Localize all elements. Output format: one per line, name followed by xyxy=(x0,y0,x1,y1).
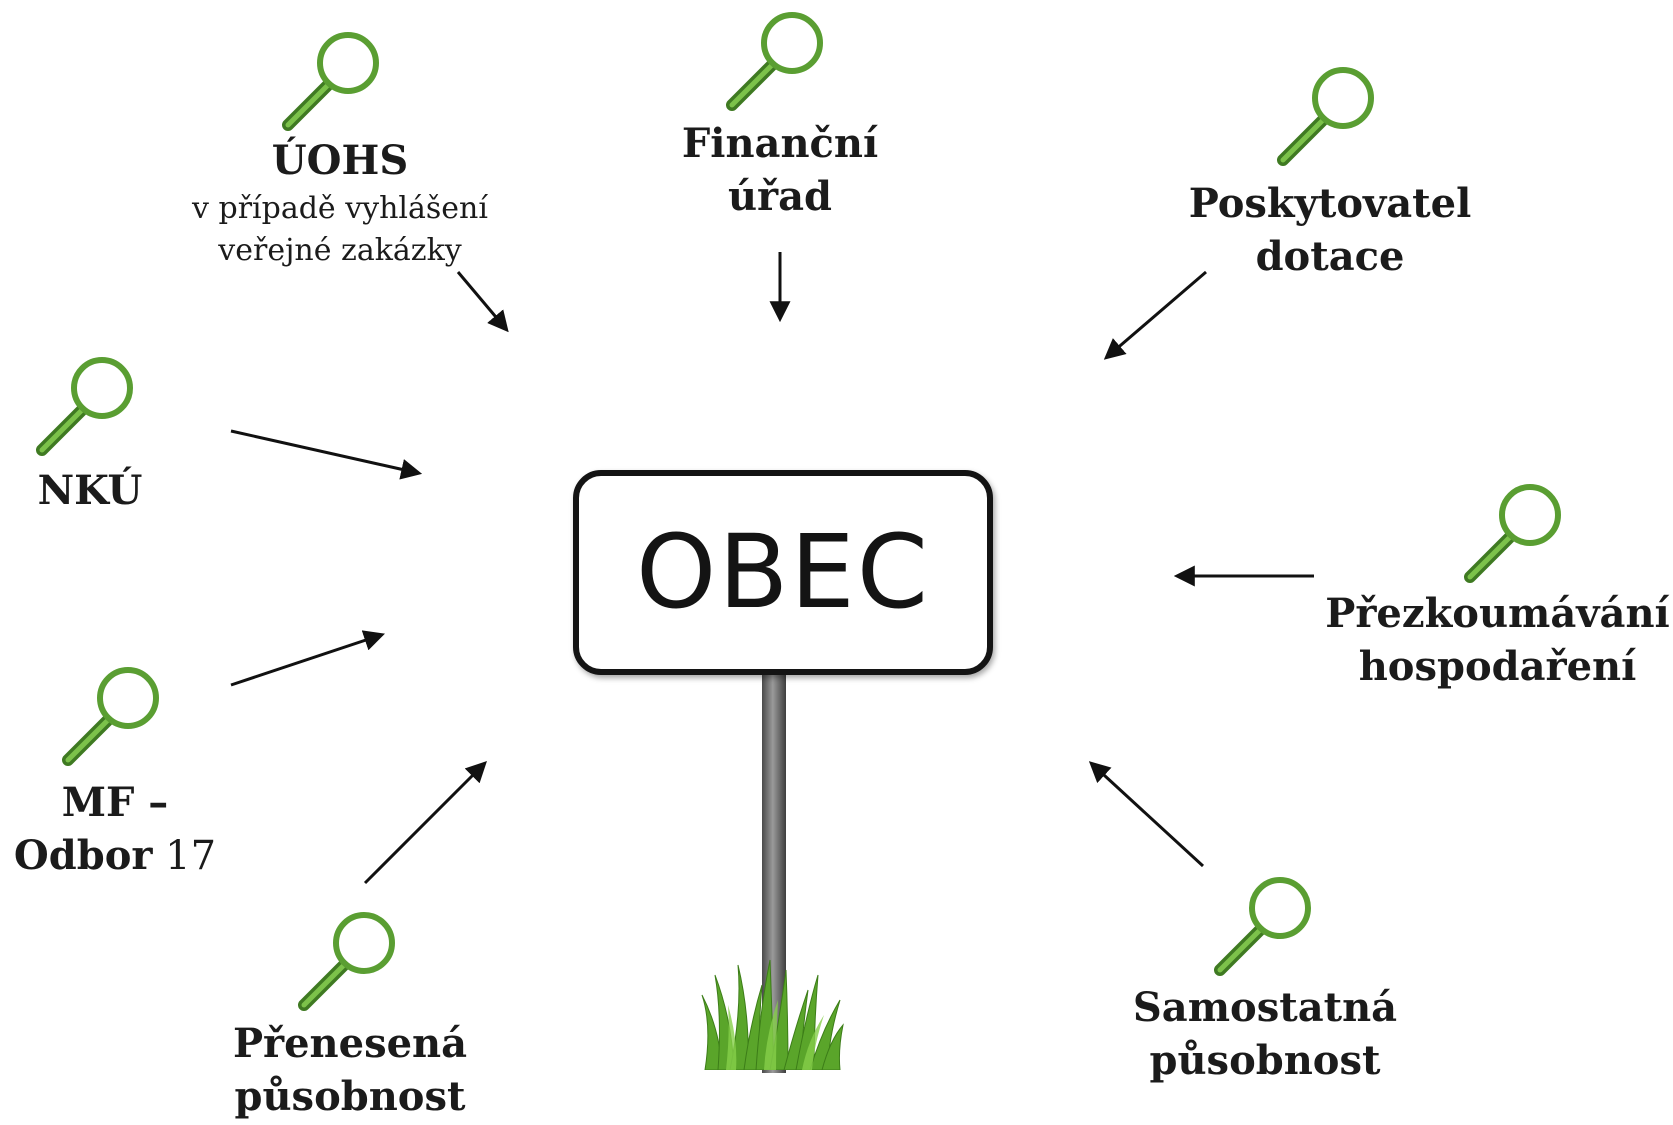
arrow-poskytovatel xyxy=(1103,270,1207,360)
node-uohs-sub2: veřejné zakázky xyxy=(218,232,462,268)
arrow-samostatna xyxy=(1088,761,1205,868)
magnifier-icon xyxy=(62,667,159,766)
node-nku: NKÚ xyxy=(20,465,160,518)
magnifier-icon xyxy=(1277,67,1374,166)
node-nku-title: NKÚ xyxy=(37,467,143,514)
node-prenesena-pusobnost: Přenesená působnost xyxy=(190,1018,510,1124)
magnifier-icon xyxy=(1214,877,1311,976)
node-mf-line2: Odbor 17 xyxy=(0,830,230,883)
node-poskytovatel-dotace: Poskytovatel dotace xyxy=(1160,178,1500,284)
node-prezkoumavani-hospodareni: Přezkoumávání hospodaření xyxy=(1325,588,1670,694)
node-mf-line2-bold: Odbor xyxy=(13,831,153,879)
arrow-prenesena xyxy=(363,761,487,885)
node-prezkoumavani-line1: Přezkoumávání xyxy=(1325,590,1670,637)
magnifier-icon xyxy=(726,12,823,111)
node-prenesena-line1: Přenesená xyxy=(232,1020,468,1067)
node-prenesena-line2: působnost xyxy=(234,1072,466,1120)
node-financni-urad: Finanční úřad xyxy=(630,118,930,224)
node-uohs-title: ÚOHS xyxy=(271,137,409,184)
node-financni-line2: úřad xyxy=(727,172,833,220)
arrow-uohs xyxy=(456,271,509,333)
center-label: OBEC xyxy=(636,513,930,632)
node-samostatna-line1: Samostatná xyxy=(1132,984,1398,1031)
grass-tuft xyxy=(701,959,844,1070)
magnifier-icon xyxy=(36,357,133,456)
node-poskytovatel-line2: dotace xyxy=(1255,232,1405,280)
node-financni-line1: Finanční xyxy=(681,120,879,167)
node-samostatna-pusobnost: Samostatná působnost xyxy=(1105,982,1425,1088)
arrow-mf xyxy=(230,630,385,687)
arrow-nku xyxy=(230,429,423,480)
magnifier-icon xyxy=(1464,484,1561,583)
node-mf-line2-rest: 17 xyxy=(152,832,217,879)
node-mf-odbor-17: MF – Odbor 17 xyxy=(0,777,230,883)
magnifier-icon xyxy=(298,912,395,1011)
center-sign: OBEC xyxy=(573,470,993,675)
node-samostatna-line2: působnost xyxy=(1149,1036,1381,1084)
node-uohs-sub1: v případě vyhlášení xyxy=(192,190,488,226)
node-uohs: ÚOHS v případě vyhlášení veřejné zakázky xyxy=(140,135,540,272)
node-mf-line1: MF – xyxy=(61,779,169,826)
node-poskytovatel-line1: Poskytovatel xyxy=(1188,180,1472,227)
magnifier-icon xyxy=(282,32,379,131)
node-prezkoumavani-line2: hospodaření xyxy=(1358,642,1637,690)
